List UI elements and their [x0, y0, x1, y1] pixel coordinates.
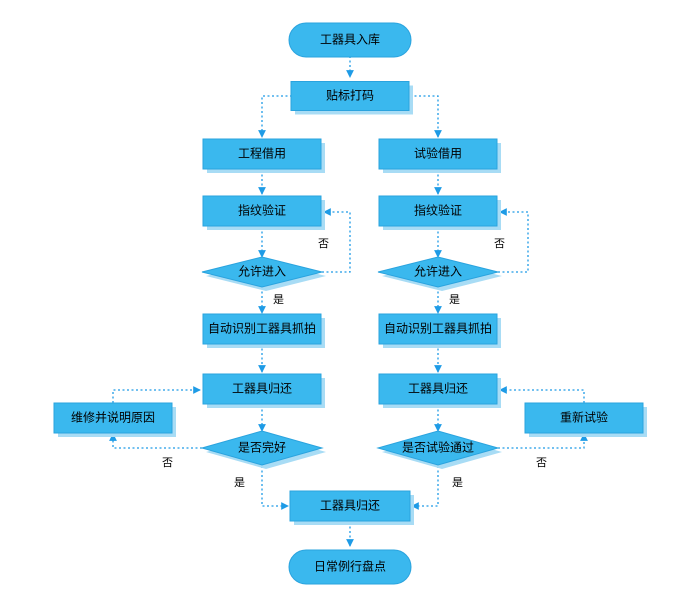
node-return-left: 工器具归还 [232, 382, 292, 396]
node-capture-left: 自动识别工器具抓拍 [208, 321, 316, 336]
inventory-pill [288, 549, 412, 585]
edge-label-no-test: 否 [536, 456, 547, 469]
edge-allow-no-right [498, 208, 529, 273]
label-box [290, 81, 410, 111]
test-pass-diamond [376, 430, 500, 466]
node-repair: 维修并说明原因 [71, 410, 155, 425]
return-final-box [289, 490, 411, 522]
node-start: 工器具入库 [320, 32, 380, 47]
test-borrow-box [378, 138, 498, 170]
edge-retest-to-return [499, 386, 585, 403]
fp-left-box [202, 195, 322, 227]
return-right-box [378, 373, 498, 405]
node-retest: 重新试验 [560, 410, 608, 425]
node-label: 贴标打码 [326, 89, 374, 103]
repair-box [53, 402, 173, 434]
fp-right-box [378, 195, 498, 227]
allow-right-diamond [377, 256, 499, 288]
edge-testpass-no [498, 433, 588, 449]
node-capture-right: 自动识别工器具抓拍 [384, 321, 492, 336]
edge-label-yes-allow-left: 是 [273, 293, 284, 306]
eng-borrow-box [202, 138, 322, 170]
edge-label-yes-intact: 是 [234, 476, 245, 489]
retest-box [524, 402, 644, 434]
start-pill [288, 22, 412, 58]
edge-label-no-intact: 否 [162, 456, 173, 469]
edge-label-no-fp-left: 否 [318, 237, 329, 250]
edge-allow-no-left [322, 208, 351, 273]
allow-left-diamond [201, 256, 323, 288]
edge-label-to-eng [258, 95, 292, 138]
node-fp-right: 指纹验证 [414, 203, 462, 218]
node-fp-left: 指纹验证 [238, 203, 286, 218]
node-inventory: 日常例行盘点 [314, 559, 386, 574]
edge-label-yes-test: 是 [452, 476, 463, 489]
node-allow-left: 允许进入 [238, 264, 286, 279]
node-test-pass: 是否试验通过 [402, 440, 474, 455]
capture-left-box [202, 313, 322, 345]
node-return-final: 工器具归还 [320, 499, 380, 513]
return-left-box [202, 373, 322, 405]
node-test-borrow: 试验借用 [414, 146, 462, 161]
node-return-right: 工器具归还 [408, 382, 468, 396]
edge-intact-yes [261, 466, 289, 510]
capture-right-box [378, 313, 498, 345]
connectors [109, 56, 588, 547]
edge-repair-to-return [112, 386, 201, 403]
node-intact: 是否完好 [238, 440, 286, 455]
node-eng-borrow: 工程借用 [238, 146, 286, 161]
edge-label-no-fp-right: 否 [494, 237, 505, 250]
intact-diamond [200, 430, 324, 466]
edge-labels: 否 否 是 是 否 是 否 是 [162, 237, 547, 489]
nodes: 工器具入库 贴标打码 工程借用 试验借用 指纹验证 指纹验证 允许进入 允许进入… [53, 22, 647, 585]
edge-label-yes-allow-right: 是 [449, 293, 460, 306]
node-allow-right: 允许进入 [414, 264, 462, 279]
edge-label-to-test [410, 95, 442, 138]
edge-testpass-yes [411, 466, 439, 510]
